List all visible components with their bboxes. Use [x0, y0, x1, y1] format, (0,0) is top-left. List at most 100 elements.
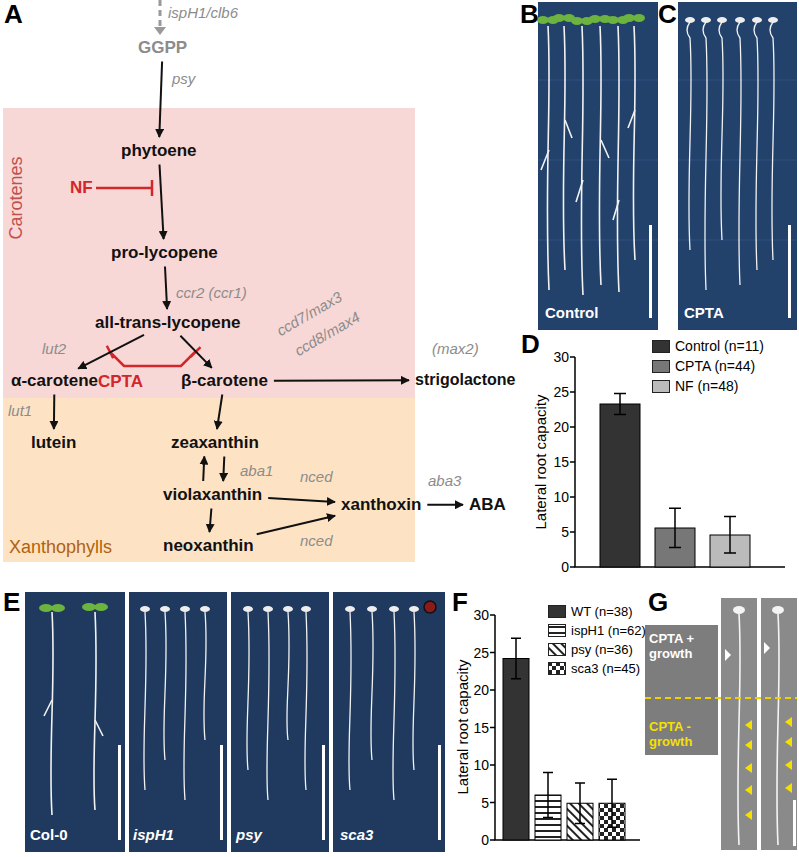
node-text: β-carotene — [181, 371, 268, 390]
seedling-photo — [438, 745, 441, 840]
tick-label: 15 — [553, 454, 569, 470]
seedling-photo — [768, 17, 778, 23]
seedling-photo — [678, 160, 797, 161]
tick-label: 20 — [553, 419, 569, 435]
inhibitor-name: NF — [70, 178, 93, 198]
legend-entry: WT (n=38) — [548, 604, 633, 619]
seedling-photo — [649, 225, 652, 318]
pathway-band-fill — [3, 108, 415, 398]
pathway-arrow — [274, 379, 409, 381]
metabolite-node: strigolactone — [412, 370, 518, 390]
node-text: phytoene — [121, 141, 197, 160]
pathway-arrow — [268, 498, 335, 502]
seedling-photo — [785, 737, 792, 747]
seedling-photo — [721, 598, 757, 850]
seedling-photo — [263, 606, 273, 612]
seedling-photo — [140, 606, 419, 612]
panel-letter: E — [3, 588, 20, 618]
pathway-arrow — [78, 335, 144, 369]
seedling-photo — [51, 604, 65, 612]
panel-letter: C — [658, 0, 677, 30]
tick-label: 30 — [473, 607, 489, 623]
metabolite-node: neoxanthin — [160, 535, 257, 557]
seedling-photo — [389, 606, 399, 612]
legend-text: psy (n=36) — [571, 642, 633, 657]
seedling-photo — [25, 592, 125, 852]
seedling-photo — [537, 14, 645, 25]
legend-swatch — [549, 644, 566, 656]
seedling-photo — [180, 606, 190, 612]
pathway-arrow — [427, 504, 463, 506]
seedling-photo — [301, 606, 311, 612]
legend-swatch — [652, 340, 670, 353]
photo-label: ispH1 — [133, 826, 174, 843]
tick-label: 10 — [553, 489, 569, 505]
seedling-photo — [733, 606, 784, 614]
node-text: CPTA - growth — [649, 719, 714, 749]
legend-text: Control (n=11) — [675, 338, 764, 354]
seedling-photo — [333, 592, 445, 852]
bar-chart — [614, 393, 736, 553]
seedling-photo — [687, 22, 774, 290]
seedling-photo — [645, 598, 797, 850]
gene-name: aba3 — [428, 472, 461, 489]
seedling-photo — [785, 783, 792, 793]
seedling-photo — [737, 22, 741, 285]
seedling-photo — [599, 26, 601, 285]
node-text: xanthoxin — [341, 495, 421, 514]
seedling-photo — [39, 604, 53, 612]
seedling-photo — [764, 642, 770, 654]
seedling-photo — [581, 26, 583, 295]
panel-letter: D — [521, 330, 540, 360]
seedling-photo — [82, 603, 96, 611]
seedling-photo — [25, 592, 445, 852]
legend-text: CPTA (n=44) — [675, 358, 755, 374]
seedling-photo — [541, 26, 635, 295]
pathway-arrow — [159, 62, 162, 138]
seedling-photo — [777, 614, 779, 845]
node-text: Carotenes — [6, 156, 27, 239]
node-text: neoxanthin — [163, 536, 254, 555]
seedling-photo — [735, 17, 745, 23]
seedling-photo — [745, 720, 752, 730]
seedling-photo — [678, 240, 797, 241]
seedling-photo — [701, 17, 711, 23]
panel-letter: G — [648, 588, 668, 618]
legend-entry: ispH1 (n=62) — [548, 623, 646, 638]
seedling-photo — [267, 612, 269, 800]
seedling-photo — [144, 612, 146, 790]
legend-entry: CPTA (n=44) — [652, 358, 755, 374]
node-text: violaxanthin — [163, 485, 262, 504]
seedling-photo — [788, 225, 791, 318]
metabolite-node: phytoene — [118, 140, 200, 162]
metabolite-node: pro-lycopene — [108, 242, 221, 264]
node-text: lutein — [31, 433, 76, 452]
seedling-photo — [144, 612, 415, 800]
seedling-photo — [538, 80, 658, 240]
legend-entry: NF (n=48) — [652, 378, 738, 394]
legend-entry: psy (n=36) — [548, 642, 633, 657]
bar-chart — [570, 357, 575, 567]
pathway-band-fill — [3, 108, 415, 562]
inhibitor-bar — [96, 180, 152, 196]
tick-label: 5 — [561, 524, 569, 540]
seedling-photo — [140, 606, 150, 612]
metabolite-node: lutein — [28, 432, 79, 454]
metabolite-node: α-carotene — [8, 370, 101, 392]
pathway-arrow — [203, 457, 204, 482]
seedling-photo — [164, 612, 166, 760]
treatment-box: CPTA + growthCPTA - growth — [645, 625, 718, 755]
seedling-photo — [719, 22, 723, 240]
seedling-photo — [367, 606, 377, 612]
seedling-photo — [538, 2, 658, 330]
seedling-photo — [322, 745, 325, 840]
legend-text: sca3 (n=45) — [571, 661, 640, 676]
inhibitor-bar — [96, 180, 201, 366]
seedling-photo — [243, 606, 253, 612]
seedling-photo — [200, 606, 210, 612]
seedling-photo — [733, 606, 745, 614]
seedling-photo — [793, 800, 796, 846]
seedling-photo — [633, 26, 635, 260]
node-text: Xanthophylls — [9, 537, 112, 558]
seedling-photo — [129, 592, 227, 852]
